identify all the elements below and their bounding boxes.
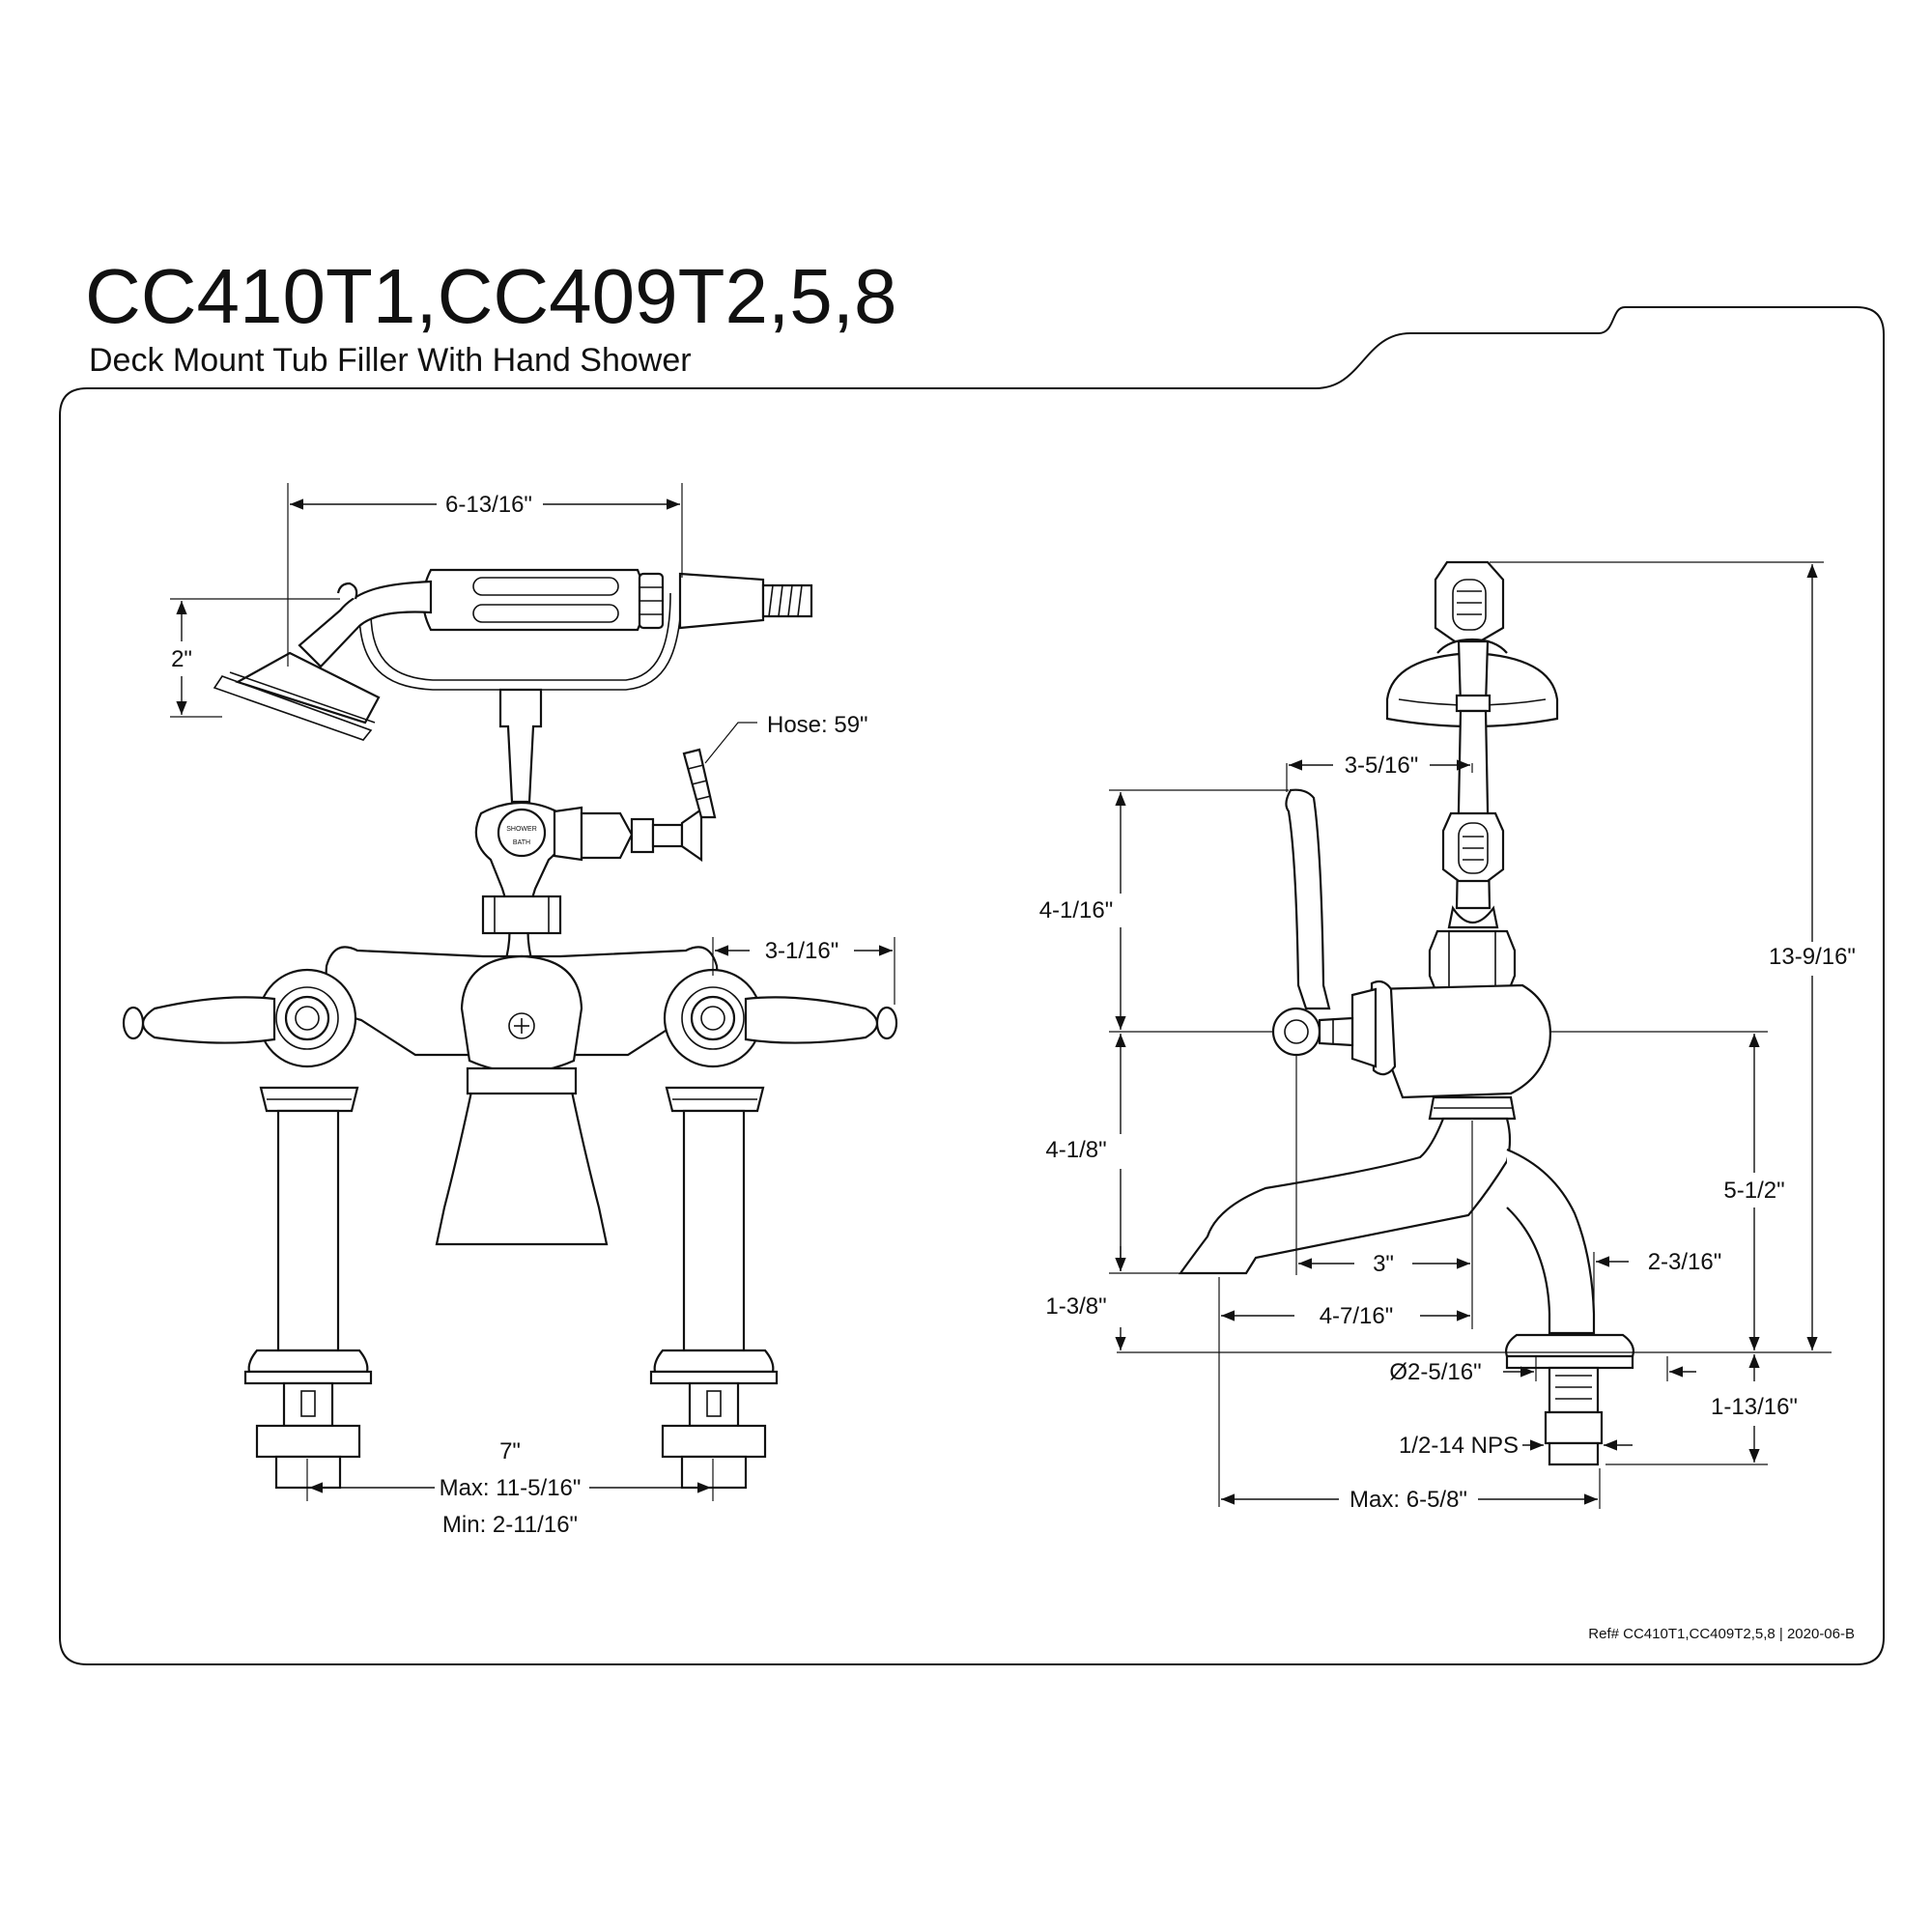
side-view: 3-5/16" 13-9/16" 4-1/16" 4-1/8" 1-3/8" 5… xyxy=(1039,560,1856,1513)
dim-overall-width: 6-13/16" xyxy=(445,492,532,518)
product-description: Deck Mount Tub Filler With Hand Shower xyxy=(89,342,692,379)
dim-spout-height: 1-3/8" xyxy=(1045,1293,1106,1320)
front-view: SHOWER BATH Hose: 59" xyxy=(122,483,898,1538)
dim-leg-offset: 2-3/16" xyxy=(1648,1249,1722,1275)
dim-upper-height: 4-1/16" xyxy=(1039,897,1114,923)
hose-length-label: Hose: 59" xyxy=(767,712,868,738)
side-body xyxy=(1370,983,1551,1099)
handshower-head xyxy=(235,651,381,724)
dim-handshower-height: 2" xyxy=(171,646,192,672)
dim-shank-length: 1-13/16" xyxy=(1711,1394,1798,1420)
dim-spout-reach: 4-7/16" xyxy=(1320,1303,1394,1329)
dim-centers-nominal: 7" xyxy=(499,1438,521,1464)
right-handle xyxy=(744,996,879,1044)
dim-body-height: 5-1/2" xyxy=(1723,1178,1784,1204)
handshower-handle xyxy=(421,568,646,632)
drawing-frame xyxy=(59,306,1885,1665)
dim-centers-min: Min: 2-11/16" xyxy=(442,1512,578,1538)
dim-handle-reach: 3-1/16" xyxy=(765,938,839,964)
diverter-label-shower: SHOWER xyxy=(506,826,537,833)
dim-max-reach: Max: 6-5/8" xyxy=(1350,1487,1467,1513)
side-handle xyxy=(1285,788,1331,1010)
dim-handle-to-center: 3" xyxy=(1373,1251,1394,1277)
dim-thread-spec: 1/2-14 NPS xyxy=(1399,1433,1519,1459)
left-handle xyxy=(141,996,276,1044)
footer-reference: Ref# CC410T1,CC409T2,5,8 | 2020-06-B xyxy=(1588,1626,1855,1642)
dim-lower-height: 4-1/8" xyxy=(1045,1137,1106,1163)
dim-flange-diameter: Ø2-5/16" xyxy=(1389,1359,1481,1385)
dim-centers-max: Max: 11-5/16" xyxy=(440,1475,582,1501)
dim-total-height: 13-9/16" xyxy=(1769,944,1856,970)
diverter-label-bath: BATH xyxy=(513,839,530,846)
model-title: CC410T1,CC409T2,5,8 xyxy=(85,253,896,339)
dim-cradle-offset: 3-5/16" xyxy=(1345,753,1419,779)
